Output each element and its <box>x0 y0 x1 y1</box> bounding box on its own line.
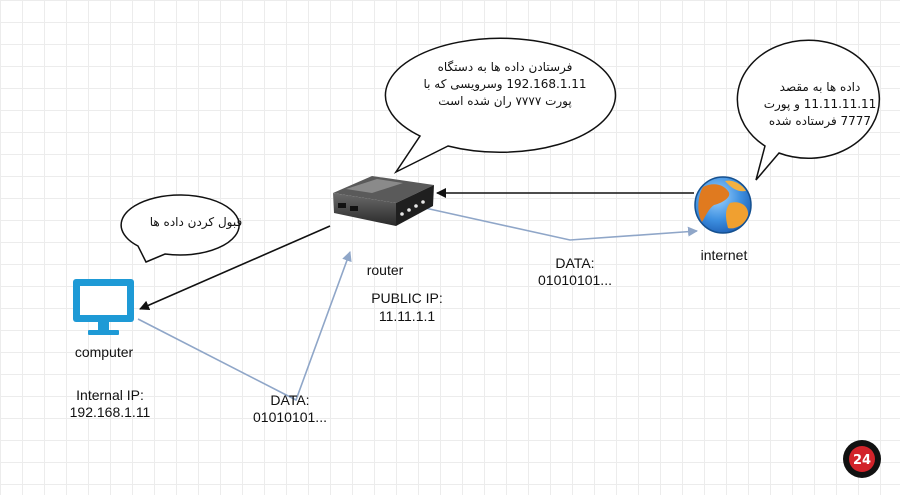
packet-bits-router-internet: 01010101... <box>538 272 612 288</box>
bubble-router-shape <box>384 37 617 174</box>
bubble-computer-text: قبول کردن داده ها <box>131 214 261 231</box>
bubble-line: فرستادن داده ها به دستگاه <box>437 60 573 74</box>
bubble-computer-shape <box>120 194 240 263</box>
24-logo-icon: 24 <box>843 440 881 478</box>
packet-title-router-internet: DATA: <box>555 255 595 271</box>
packet-bits-computer-router: 01010101... <box>253 409 327 425</box>
bubble-line: 192.168.1.11 وسرویسی که با <box>423 77 587 91</box>
bubble-internet-text: داده ها به مقصد 11.11.11.11 و پورت 7777 … <box>755 79 885 130</box>
bubble-line: پورت ۷۷۷۷ ران شده است <box>438 94 572 108</box>
router-icon <box>333 176 434 226</box>
forward-arrow-router-internet <box>424 207 698 241</box>
computer-label: computer <box>74 344 134 360</box>
bubble-line: 11.11.11.11 و پورت <box>763 97 877 111</box>
router-label: router <box>366 262 404 278</box>
monitor-icon <box>73 279 134 335</box>
forward-arrow-computer-router <box>137 251 352 402</box>
computer-ip-caption: Internal IP: <box>76 387 144 403</box>
internet-label: internet <box>700 247 748 263</box>
bubble-line: 7777 فرستاده شده <box>768 114 872 128</box>
packet-title-computer-router: DATA: <box>270 392 310 408</box>
return-arrow-router-computer <box>139 225 331 310</box>
bubble-line: قبول کردن داده ها <box>149 215 243 229</box>
bubble-router-text: فرستادن داده ها به دستگاه 192.168.1.11 و… <box>405 59 605 110</box>
bubble-internet-shape <box>736 39 881 181</box>
svg-text:24: 24 <box>853 453 871 468</box>
router-ip-caption: PUBLIC IP: <box>371 290 443 306</box>
router-ip-value: 11.11.1.1 <box>378 308 436 324</box>
computer-ip-value: 192.168.1.11 <box>69 404 151 420</box>
globe-icon <box>694 176 752 234</box>
bubble-line: داده ها به مقصد <box>779 80 861 94</box>
